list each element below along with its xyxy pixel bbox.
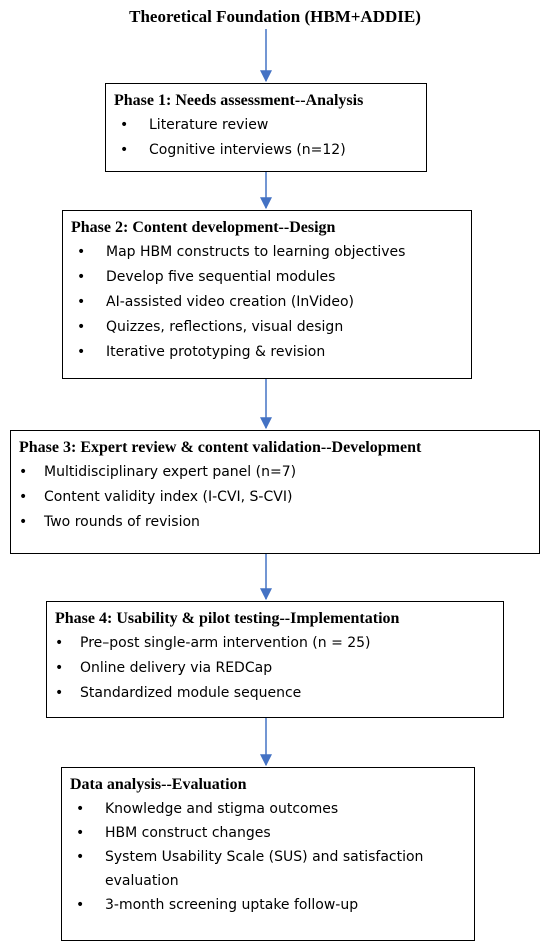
phase-3-list: •Multidisciplinary expert panel (n=7) •C… bbox=[19, 460, 531, 535]
phase-1-box: Phase 1: Needs assessment--Analysis •Lit… bbox=[105, 83, 427, 172]
list-item: •Standardized module sequence bbox=[55, 681, 495, 706]
diagram-title: Theoretical Foundation (HBM+ADDIE) bbox=[129, 7, 421, 26]
bullet-icon: • bbox=[76, 825, 85, 841]
bullet-icon: • bbox=[19, 514, 28, 530]
bullet-icon: • bbox=[77, 344, 86, 360]
bullet-icon: • bbox=[19, 489, 28, 505]
phase-2-heading: Phase 2: Content development--Design bbox=[71, 219, 336, 236]
bullet-icon: • bbox=[19, 464, 28, 480]
bullet-icon: • bbox=[76, 897, 85, 913]
phase-4-list: •Pre–post single-arm intervention (n = 2… bbox=[55, 631, 495, 706]
bullet-icon: • bbox=[77, 319, 86, 335]
list-item: •HBM construct changes bbox=[70, 821, 466, 845]
bullet-icon: • bbox=[120, 142, 129, 158]
bullet-icon: • bbox=[77, 269, 86, 285]
bullet-icon: • bbox=[76, 849, 85, 865]
list-item: •Content validity index (I-CVI, S-CVI) bbox=[19, 485, 531, 510]
phase-4-box: Phase 4: Usability & pilot testing--Impl… bbox=[46, 601, 504, 718]
list-item: •System Usability Scale (SUS) and satisf… bbox=[70, 845, 466, 893]
bullet-icon: • bbox=[77, 244, 86, 260]
phase-2-list: •Map HBM constructs to learning objectiv… bbox=[71, 240, 463, 365]
list-item: •Two rounds of revision bbox=[19, 510, 531, 535]
bullet-icon: • bbox=[76, 801, 85, 817]
list-item: •Knowledge and stigma outcomes bbox=[70, 797, 466, 821]
list-item: •AI-assisted video creation (InVideo) bbox=[71, 290, 463, 315]
phase-1-list: •Literature review •Cognitive interviews… bbox=[114, 113, 418, 163]
list-item: •Pre–post single-arm intervention (n = 2… bbox=[55, 631, 495, 656]
bullet-icon: • bbox=[77, 294, 86, 310]
list-item: •Map HBM constructs to learning objectiv… bbox=[71, 240, 463, 265]
bullet-icon: • bbox=[55, 660, 64, 676]
list-item: •Develop five sequential modules bbox=[71, 265, 463, 290]
bullet-icon: • bbox=[55, 635, 64, 651]
evaluation-list: •Knowledge and stigma outcomes •HBM cons… bbox=[70, 797, 466, 917]
list-item: •Literature review bbox=[114, 113, 418, 138]
bullet-icon: • bbox=[120, 117, 129, 133]
phase-3-box: Phase 3: Expert review & content validat… bbox=[10, 430, 540, 554]
phase-2-box: Phase 2: Content development--Design •Ma… bbox=[62, 210, 472, 379]
list-item: •Iterative prototyping & revision bbox=[71, 340, 463, 365]
list-item: •Quizzes, reflections, visual design bbox=[71, 315, 463, 340]
evaluation-heading: Data analysis--Evaluation bbox=[70, 776, 247, 793]
list-item: •Online delivery via REDCap bbox=[55, 656, 495, 681]
evaluation-box: Data analysis--Evaluation •Knowledge and… bbox=[61, 767, 475, 941]
phase-3-heading: Phase 3: Expert review & content validat… bbox=[19, 439, 422, 456]
list-item: •Multidisciplinary expert panel (n=7) bbox=[19, 460, 531, 485]
phase-1-heading: Phase 1: Needs assessment--Analysis bbox=[114, 92, 364, 109]
list-item: •Cognitive interviews (n=12) bbox=[114, 138, 418, 163]
bullet-icon: • bbox=[55, 685, 64, 701]
list-item: •3-month screening uptake follow-up bbox=[70, 893, 466, 917]
phase-4-heading: Phase 4: Usability & pilot testing--Impl… bbox=[55, 610, 400, 627]
